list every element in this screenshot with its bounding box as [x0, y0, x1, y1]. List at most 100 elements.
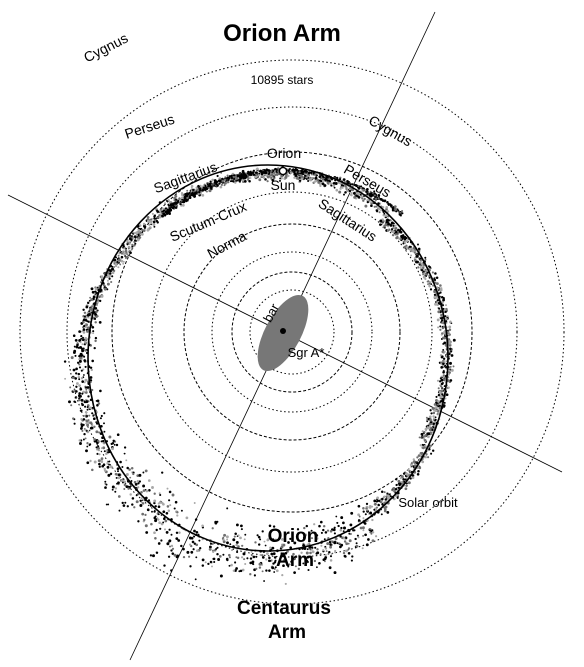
star-dot: [237, 545, 240, 548]
star-dot: [263, 174, 266, 177]
star-dot: [294, 565, 297, 568]
star-dot: [156, 221, 159, 224]
star-dot: [121, 479, 125, 483]
star-dot: [73, 422, 76, 425]
star-dot: [98, 462, 101, 466]
star-dot: [352, 191, 356, 195]
star-dot: [338, 542, 341, 545]
star-dot: [433, 403, 437, 406]
star-dot: [311, 550, 315, 554]
star-dot: [213, 560, 216, 564]
star-dot: [111, 271, 115, 275]
star-dot: [242, 552, 246, 556]
star-dot: [258, 178, 262, 182]
star-dot: [111, 275, 114, 278]
star-dot: [157, 505, 161, 509]
star-dot: [280, 552, 283, 555]
star-dot: [279, 179, 281, 182]
star-dot: [284, 582, 287, 585]
star-dot: [370, 204, 373, 207]
star-dot: [287, 541, 290, 544]
star-dot: [248, 179, 251, 183]
star-dot: [439, 284, 442, 287]
star-dot: [192, 193, 195, 196]
star-dot: [282, 564, 285, 568]
ring-3: [111, 151, 473, 513]
star-dot: [175, 198, 178, 201]
star-dot: [343, 526, 346, 530]
star-dot: [95, 302, 98, 306]
star-dot: [358, 515, 361, 518]
star-dot: [244, 562, 247, 566]
star-dot: [387, 496, 390, 499]
star-dot: [225, 535, 229, 539]
star-dot: [154, 519, 158, 523]
star-dot: [254, 541, 257, 544]
star-dot: [314, 546, 317, 549]
star-dot: [310, 179, 312, 182]
star-dot: [121, 481, 124, 484]
star-dot: [82, 423, 85, 427]
star-dot: [170, 569, 173, 572]
star-dot: [334, 549, 337, 553]
star-dot: [441, 304, 445, 307]
star-dot: [82, 320, 85, 324]
star-dot: [266, 552, 269, 555]
star-dot: [432, 284, 435, 287]
star-dot: [354, 537, 357, 541]
star-dot: [191, 540, 195, 544]
star-dot: [406, 475, 409, 478]
star-dot: [216, 520, 219, 523]
star-dot: [181, 203, 185, 207]
star-dot: [242, 179, 245, 182]
star-dot: [437, 403, 439, 406]
star-dot: [367, 538, 370, 541]
star-dot: [80, 398, 84, 402]
star-dot: [306, 555, 310, 559]
star-dot: [97, 402, 101, 405]
star-dot: [442, 298, 445, 302]
star-dot: [234, 175, 237, 179]
star-dot: [330, 178, 334, 181]
star-dot: [404, 236, 408, 240]
star-dot: [137, 482, 140, 485]
star-dot: [176, 554, 180, 558]
star-dot: [86, 320, 89, 323]
star-dot: [395, 478, 398, 481]
star-dot: [205, 190, 208, 193]
star-dot: [116, 433, 120, 437]
star-dot: [379, 197, 382, 200]
star-dot: [226, 174, 229, 177]
star-dot: [236, 550, 239, 554]
star-dot: [435, 282, 439, 286]
star-dot: [70, 404, 73, 407]
star-dot: [216, 552, 219, 556]
star-dot: [433, 295, 437, 299]
solar-orbit: [87, 164, 449, 552]
star-dot: [338, 190, 342, 194]
star-dot: [84, 349, 87, 352]
star-dot: [345, 542, 349, 546]
star-dot: [449, 361, 452, 365]
star-dot: [70, 356, 74, 360]
star-dot: [208, 545, 212, 549]
star-dot: [258, 543, 261, 546]
star-dot: [359, 526, 363, 530]
star-dot: [430, 283, 433, 286]
star-dot: [284, 175, 288, 179]
star-dot: [253, 574, 256, 577]
star-dot: [119, 263, 122, 266]
star-dot: [375, 209, 379, 212]
star-dot: [373, 503, 377, 506]
star-dot: [305, 551, 309, 555]
star-dot: [391, 230, 395, 234]
star-dot: [103, 430, 106, 433]
star-dot: [126, 239, 129, 243]
star-dot: [428, 448, 431, 451]
star-dot: [96, 399, 100, 403]
star-dot: [229, 543, 232, 546]
star-dot: [208, 189, 212, 193]
star-dot: [329, 555, 333, 558]
star-dot: [142, 222, 146, 226]
star-dot: [151, 486, 154, 489]
